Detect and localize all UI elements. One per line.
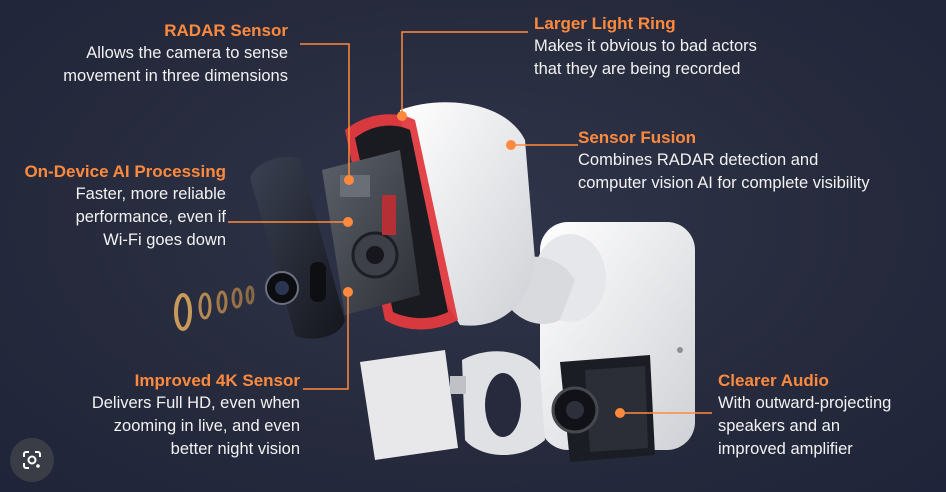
lens-elements bbox=[174, 285, 255, 331]
leader-lines bbox=[228, 31, 712, 414]
callout-text: Wi-Fi goes down bbox=[103, 231, 226, 249]
callout-clearer-audio: Clearer Audio With outward-projecting sp… bbox=[718, 370, 940, 461]
callout-text: that they are being recorded bbox=[534, 60, 741, 78]
callout-title: On-Device AI Processing bbox=[24, 162, 226, 181]
callout-title: Improved 4K Sensor bbox=[134, 371, 300, 390]
callout-text: Combines RADAR detection and bbox=[578, 151, 819, 169]
callout-text: Makes it obvious to bad actors bbox=[534, 37, 757, 55]
callout-text: With outward-projecting bbox=[718, 394, 892, 412]
callout-text: zooming in live, and even bbox=[113, 417, 300, 435]
google-lens-icon bbox=[23, 451, 41, 469]
callout-title: Sensor Fusion bbox=[578, 128, 697, 147]
callout-text: improved amplifier bbox=[718, 440, 853, 458]
callout-title: RADAR Sensor bbox=[164, 21, 288, 40]
callout-text: Allows the camera to sense bbox=[86, 44, 288, 62]
callout-light-ring: Larger Light Ring Makes it obvious to ba… bbox=[534, 13, 864, 81]
white-covers bbox=[360, 350, 545, 460]
circuit-board bbox=[322, 150, 420, 315]
callout-radar-sensor: RADAR Sensor Allows the camera to sense … bbox=[20, 20, 288, 88]
callout-text: better night vision bbox=[170, 440, 300, 458]
speaker-module bbox=[551, 355, 655, 462]
callout-ai-processing: On-Device AI Processing Faster, more rel… bbox=[8, 161, 226, 252]
callout-text: Delivers Full HD, even when bbox=[91, 394, 300, 412]
callout-text: Faster, more reliable bbox=[75, 185, 226, 203]
callout-title: Clearer Audio bbox=[718, 371, 829, 390]
leader-dots bbox=[343, 111, 625, 418]
front-faceplate bbox=[250, 156, 345, 339]
callout-text: computer vision AI for complete visibili… bbox=[578, 174, 870, 192]
callout-4k-sensor: Improved 4K Sensor Delivers Full HD, eve… bbox=[40, 370, 300, 461]
callout-title: Larger Light Ring bbox=[534, 14, 676, 33]
callout-text: performance, even if bbox=[75, 208, 226, 226]
callout-text: speakers and an bbox=[718, 417, 841, 435]
callout-sensor-fusion: Sensor Fusion Combines RADAR detection a… bbox=[578, 127, 938, 195]
google-lens-button[interactable] bbox=[10, 438, 54, 482]
callout-text: movement in three dimensions bbox=[63, 67, 288, 85]
